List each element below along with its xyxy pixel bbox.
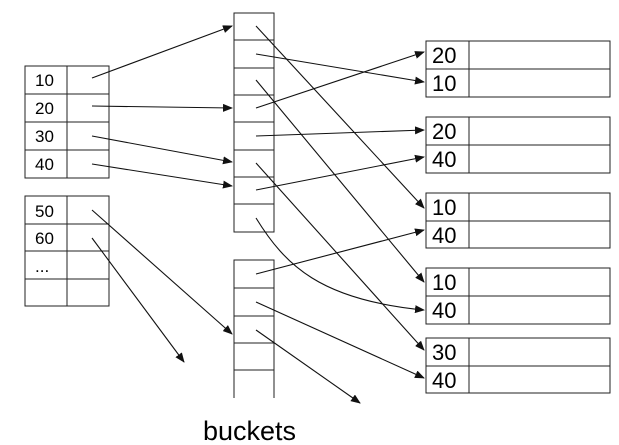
data-block-3: 10 40 (425, 192, 611, 249)
index-to-bucket-arrows (91, 25, 233, 363)
index-block-1: 10 20 30 40 (24, 65, 110, 179)
record-key: 40 (432, 147, 456, 172)
pointer-arrow (255, 217, 425, 314)
bucket-to-record-arrows (255, 25, 425, 404)
pointer-arrow (91, 209, 233, 335)
pointer-arrow (255, 25, 425, 209)
pointer-arrow (255, 126, 425, 137)
pointer-arrow (91, 103, 233, 112)
buckets-caption: buckets (203, 416, 296, 445)
data-block-4: 10 40 (425, 267, 611, 325)
record-key: 10 (432, 195, 456, 220)
record-key: 20 (432, 43, 456, 68)
index-key: ... (35, 257, 49, 276)
bucket-block-1 (233, 12, 275, 233)
data-block-1: 20 10 (425, 40, 611, 98)
index-key: 50 (35, 202, 54, 221)
index-key: 60 (35, 229, 54, 248)
bucket-block-2 (233, 259, 275, 398)
record-key: 10 (432, 270, 456, 295)
pointer-arrow (255, 79, 425, 283)
index-key: 30 (35, 127, 54, 146)
pointer-arrow (255, 154, 425, 191)
data-block-2: 20 40 (425, 116, 611, 174)
record-key: 40 (432, 223, 456, 248)
record-key: 40 (432, 298, 456, 323)
index-block-2: 50 60 ... (24, 195, 110, 307)
index-key: 10 (35, 71, 54, 90)
pointer-arrow (255, 228, 425, 275)
record-key: 40 (432, 368, 456, 393)
pointer-arrow (255, 329, 361, 404)
data-block-5: 30 40 (425, 337, 611, 394)
index-key: 40 (35, 155, 54, 174)
pointer-arrow (255, 301, 425, 379)
pointer-arrow (255, 51, 425, 109)
pointer-arrow (91, 237, 185, 363)
pointer-arrow (255, 162, 425, 351)
pointer-arrow (91, 163, 233, 189)
pointer-arrow (91, 135, 233, 165)
index-key: 20 (35, 99, 54, 118)
record-key: 20 (432, 119, 456, 144)
record-key: 10 (432, 71, 456, 96)
record-key: 30 (432, 340, 456, 365)
pointer-arrow (91, 25, 233, 79)
pointer-arrow (255, 53, 425, 85)
